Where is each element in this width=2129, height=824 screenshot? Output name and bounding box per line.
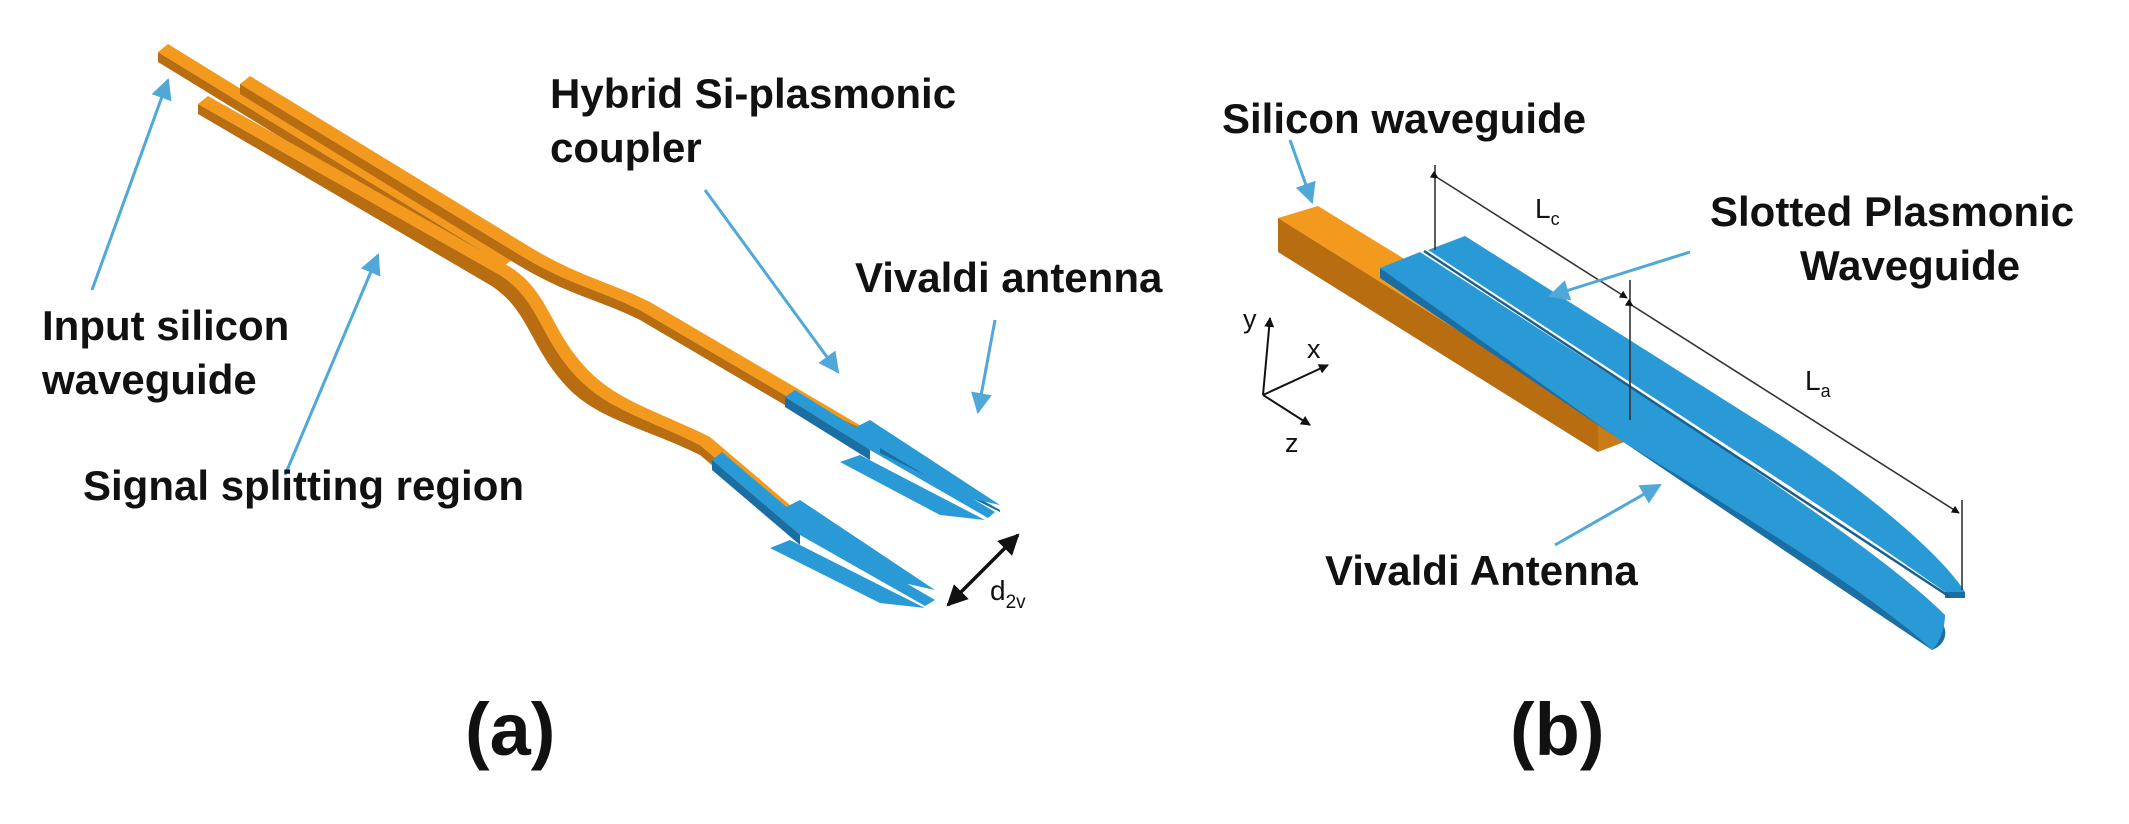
upper-branch-top — [240, 76, 880, 445]
d2v-dimension-arrow — [946, 533, 1020, 607]
panel-b: y x z Silicon waveguide Slotted Plasmoni… — [1222, 95, 2074, 771]
upper-branch-side — [240, 84, 870, 455]
label-d2v: d2v — [990, 575, 1026, 613]
axis-y — [1262, 317, 1275, 396]
upper-coupler-antenna — [785, 390, 1000, 520]
d2v-subscript: 2v — [1006, 592, 1027, 613]
label-split: Signal splitting region — [83, 462, 524, 509]
label-vivaldi-a: Vivaldi antenna — [855, 254, 1163, 301]
lower-coupler-antenna — [712, 452, 935, 608]
arrow-vivaldi-b — [1554, 483, 1662, 547]
panel-a-label: (a) — [465, 688, 555, 771]
panel-a: Input silicon waveguide Signal splitting… — [41, 44, 1163, 771]
axis-y-label: y — [1243, 304, 1257, 334]
label-input-line2: waveguide — [41, 356, 257, 403]
panel-b-label: (b) — [1510, 688, 1605, 771]
axis-x-label: x — [1307, 334, 1321, 364]
label-silicon: Silicon waveguide — [1222, 95, 1586, 142]
label-la: La — [1805, 365, 1832, 401]
coordinate-axes: y x z — [1243, 304, 1329, 458]
label-vivaldi-b: Vivaldi Antenna — [1325, 547, 1638, 594]
upper-antenna-prong-bottom — [840, 455, 985, 520]
lc-subscript: c — [1551, 209, 1560, 229]
la-symbol: L — [1805, 365, 1821, 396]
label-slotted-line1: Slotted Plasmonic — [1710, 188, 2074, 235]
input-waveguide-top — [158, 44, 515, 265]
lower-antenna-prong-top — [780, 500, 935, 590]
arrow-coupler — [703, 189, 840, 374]
upper-coupler-side — [785, 397, 870, 460]
axis-z — [1262, 394, 1311, 426]
d2v-symbol: d — [990, 575, 1006, 606]
label-slotted-line2: Waveguide — [1800, 242, 2020, 289]
label-input-line1: Input silicon — [42, 302, 289, 349]
lower-antenna-prong-bottom — [770, 540, 925, 608]
la-subscript: a — [1821, 381, 1832, 401]
lower-branch-top — [198, 96, 810, 530]
label-coupler-line1: Hybrid Si-plasmonic — [550, 70, 956, 117]
lower-coupler-side — [712, 460, 800, 545]
dimension-lines — [1429, 165, 1963, 590]
la-dimension-line — [1624, 298, 1960, 514]
arrow-input — [90, 78, 172, 291]
label-coupler-line2: coupler — [550, 124, 702, 171]
arrow-vivaldi — [971, 319, 997, 415]
lower-branch-side — [198, 104, 800, 540]
plasmonic-slot — [1423, 249, 1951, 599]
lc-dimension-line — [1429, 170, 1628, 299]
silicon-splitter — [158, 44, 880, 540]
upper-antenna-prong-top — [850, 420, 1000, 505]
silicon-block-front — [1278, 218, 1598, 452]
lc-symbol: L — [1535, 193, 1551, 224]
plasmonic-right-rail-top — [1428, 236, 1965, 594]
axis-z-label: z — [1285, 428, 1299, 458]
arrow-silicon — [1288, 139, 1316, 204]
arrow-split — [283, 253, 381, 476]
arrow-slotted — [1547, 250, 1691, 301]
axis-x — [1262, 364, 1329, 396]
label-lc: Lc — [1535, 193, 1560, 229]
